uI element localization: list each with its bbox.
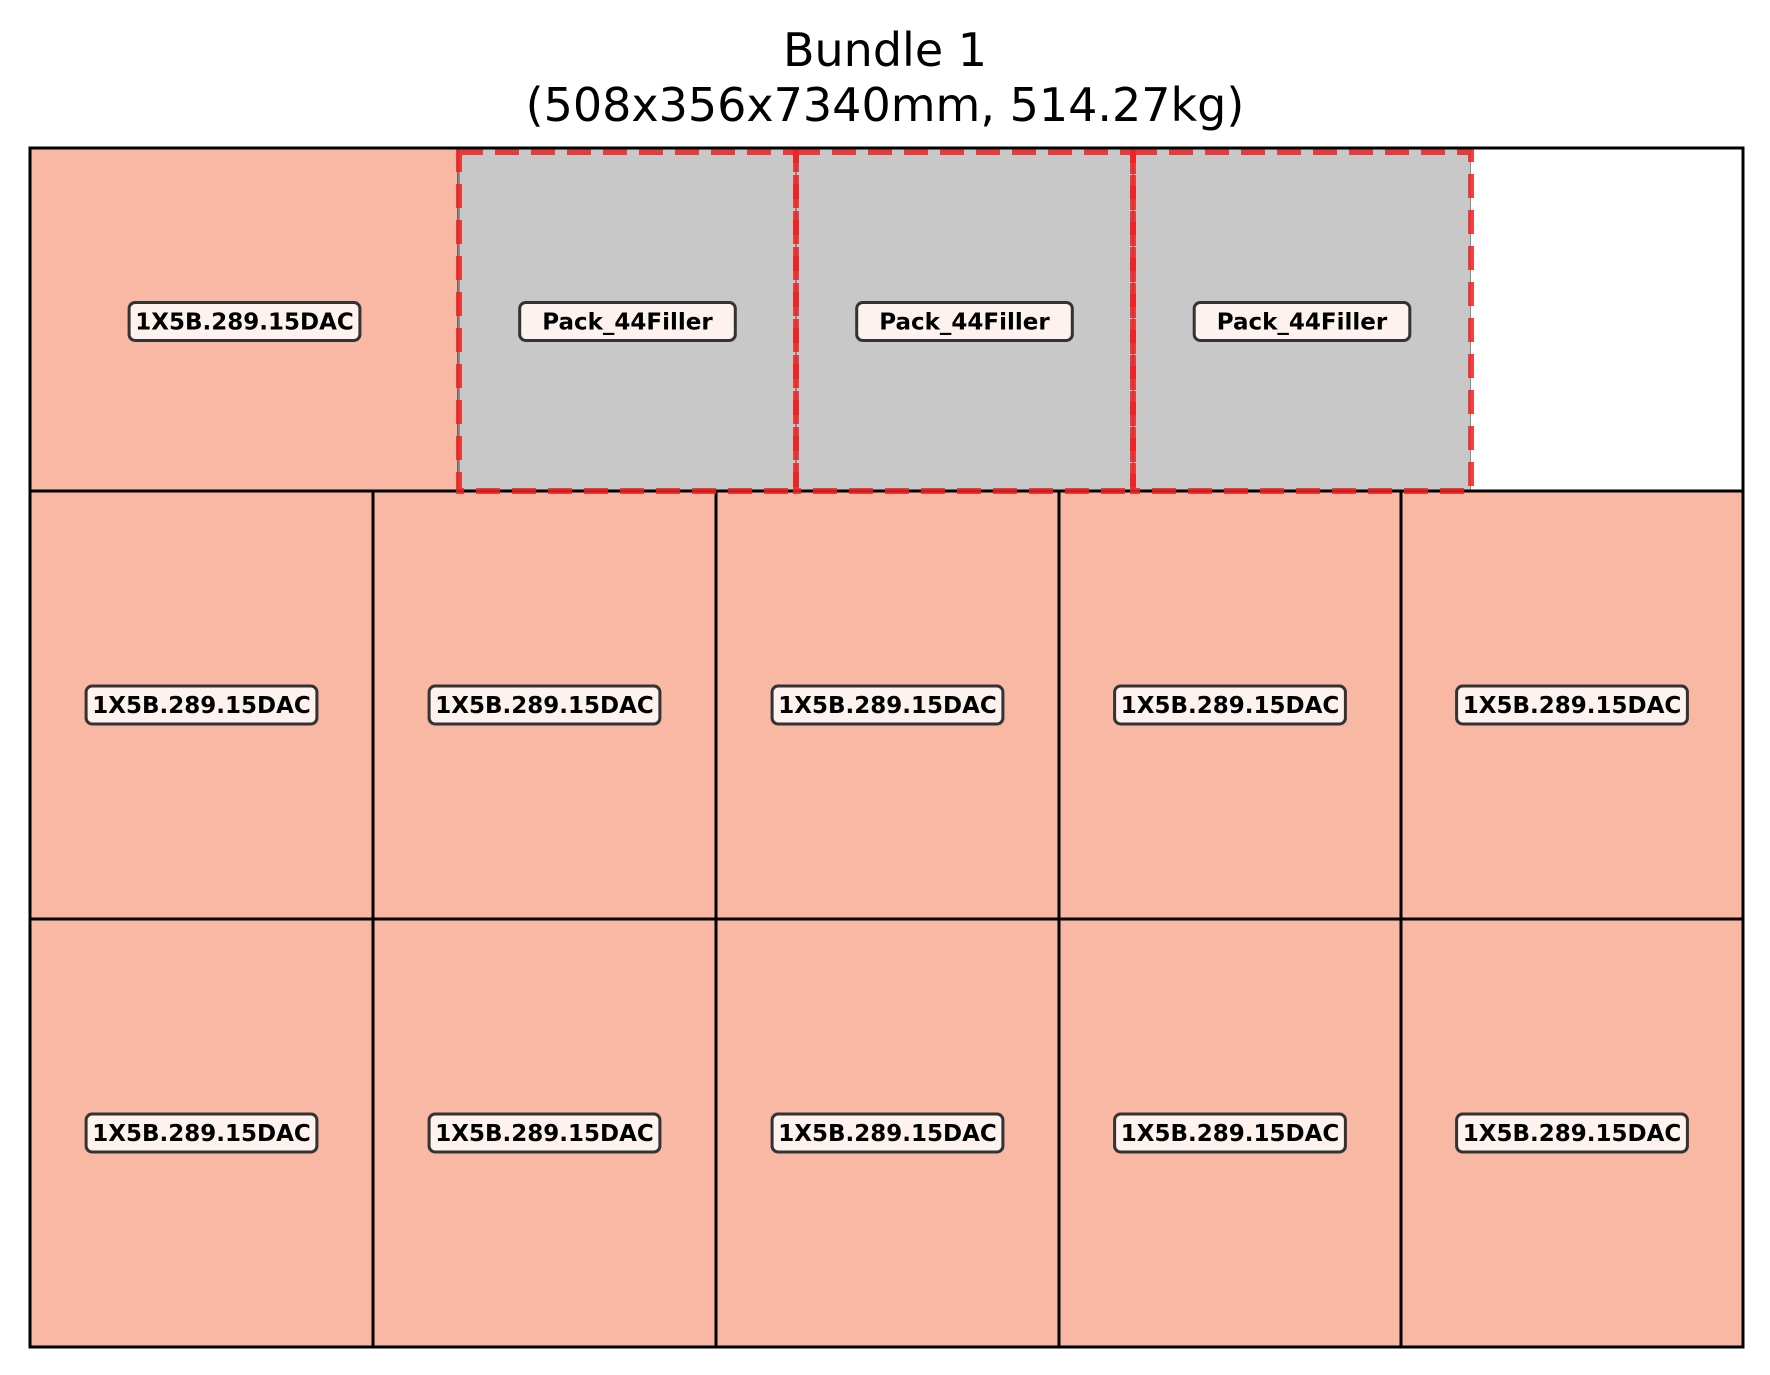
cell-label: 1X5B.289.15DAC [84, 684, 319, 726]
cell-label-box [770, 1112, 1005, 1154]
item-cell: 1X5B.289.15DAC [28, 917, 375, 1349]
item-cell: 1X5B.289.15DAC [371, 489, 718, 921]
item-cell: 1X5B.289.15DAC [1399, 489, 1745, 921]
cell-label-text: 1X5B.289.15DAC [435, 1121, 654, 1147]
item-cell: 1X5B.289.15DAC [1057, 917, 1403, 1349]
diagram-title: Bundle 1 [783, 23, 987, 77]
cell-label-text: 1X5B.289.15DAC [1121, 1121, 1340, 1147]
cell-label-text: 1X5B.289.15DAC [92, 1121, 311, 1147]
cell-label-box [1192, 301, 1412, 342]
cell-label-box [427, 684, 662, 726]
filler-dashed-border [1130, 149, 1474, 494]
cell-label: Pack_44Filler [1192, 301, 1412, 342]
cell-label: 1X5B.289.15DAC [770, 684, 1005, 726]
filler-cell: Pack_44Filler [458, 147, 797, 492]
item-cell: 1X5B.289.15DAC [28, 146, 461, 493]
cell-label-box [518, 301, 737, 342]
cell-label-text: Pack_44Filler [542, 310, 713, 336]
cell-label: Pack_44Filler [855, 301, 1074, 342]
item-cell: 1X5B.289.15DAC [714, 917, 1061, 1349]
item-cell: 1X5B.289.15DAC [371, 917, 718, 1349]
filler-cell: Pack_44Filler [795, 147, 1134, 492]
empty-slot [1471, 148, 1743, 491]
filler-dashed-border [456, 149, 799, 494]
cell-label: 1X5B.289.15DAC [770, 1112, 1005, 1154]
item-cell: 1X5B.289.15DAC [714, 489, 1061, 921]
cell-label-text: 1X5B.289.15DAC [1121, 693, 1340, 719]
cell-label-box [1455, 1112, 1689, 1154]
cell-label-box [127, 301, 362, 342]
cell-label-text: 1X5B.289.15DAC [1463, 693, 1682, 719]
cell-label: 1X5B.289.15DAC [427, 1112, 662, 1154]
filler-dashed-border [793, 149, 1136, 494]
cell-label: 1X5B.289.15DAC [1113, 684, 1347, 726]
cell-label-box [1455, 684, 1689, 726]
cell-label-text: 1X5B.289.15DAC [778, 693, 997, 719]
item-cell: 1X5B.289.15DAC [1399, 917, 1745, 1349]
cell-label-text: 1X5B.289.15DAC [1463, 1121, 1682, 1147]
cell-label-box [855, 301, 1074, 342]
diagram-subtitle: (508x356x7340mm, 514.27kg) [526, 78, 1245, 132]
cell-label-box [84, 684, 319, 726]
cell-label-text: Pack_44Filler [879, 310, 1050, 336]
cell-label-text: 1X5B.289.15DAC [435, 693, 654, 719]
cell-label-text: 1X5B.289.15DAC [92, 693, 311, 719]
cell-label-box [84, 1112, 319, 1154]
cell-label-box [1113, 684, 1347, 726]
item-cell: 1X5B.289.15DAC [28, 489, 375, 921]
bundle-cells: 1X5B.289.15DAC Pack_44Filler Pack_44Filler… [28, 146, 1745, 1349]
cell-label-box [427, 1112, 662, 1154]
cell-label-box [770, 684, 1005, 726]
bundle-frame [28, 146, 1745, 1349]
cell-label: 1X5B.289.15DAC [84, 1112, 319, 1154]
cell-label-text: Pack_44Filler [1217, 310, 1388, 336]
cell-label: 1X5B.289.15DAC [1455, 684, 1689, 726]
cell-label-box [1113, 1112, 1347, 1154]
filler-cell: Pack_44Filler [1132, 147, 1472, 492]
cell-label-text: 1X5B.289.15DAC [135, 310, 354, 336]
cell-label: 1X5B.289.15DAC [1113, 1112, 1347, 1154]
cell-label: Pack_44Filler [518, 301, 737, 342]
cell-label: 1X5B.289.15DAC [427, 684, 662, 726]
item-cell: 1X5B.289.15DAC [1057, 489, 1403, 921]
cell-label: 1X5B.289.15DAC [1455, 1112, 1689, 1154]
cell-label-text: 1X5B.289.15DAC [778, 1121, 997, 1147]
cell-label: 1X5B.289.15DAC [127, 301, 362, 342]
